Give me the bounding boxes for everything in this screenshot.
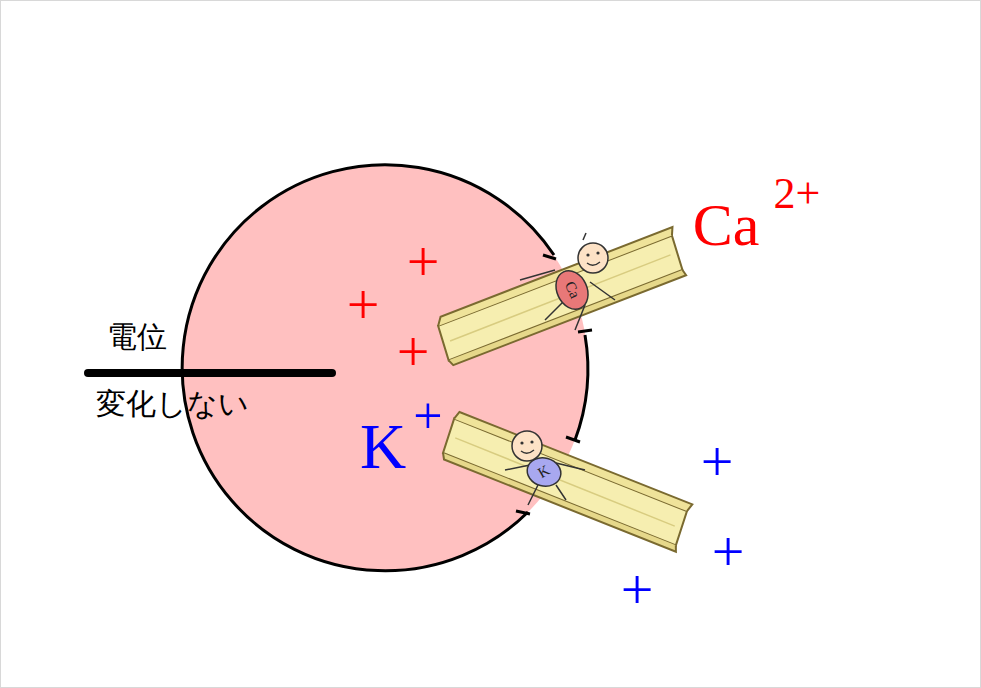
positive-charge: + bbox=[347, 276, 380, 334]
positive-charge: + bbox=[712, 523, 745, 581]
positive-charge: + bbox=[621, 561, 654, 619]
k-figure bbox=[505, 431, 585, 505]
ca-figure bbox=[520, 233, 615, 330]
cell-membrane bbox=[182, 165, 554, 571]
divider-line bbox=[88, 369, 332, 377]
cell-fill bbox=[182, 165, 588, 571]
channel-edge bbox=[543, 255, 556, 259]
positive-charge: + bbox=[407, 233, 440, 291]
axis-label: 電位 bbox=[107, 322, 167, 352]
ion-charge: + bbox=[413, 390, 442, 442]
channel-edge bbox=[566, 437, 580, 442]
positive-charge: + bbox=[701, 433, 734, 491]
channel-edge bbox=[578, 330, 592, 332]
ion-charge: 2+ bbox=[774, 172, 821, 216]
axis-label: 変化しない bbox=[96, 389, 249, 419]
positive-charge: + bbox=[397, 323, 430, 381]
ion-name: Ca bbox=[693, 195, 760, 255]
channel-edge bbox=[516, 511, 530, 514]
ion-name: K bbox=[360, 415, 406, 479]
k-slide bbox=[436, 411, 697, 552]
ca-slide bbox=[431, 227, 693, 366]
cell-membrane bbox=[575, 335, 588, 440]
